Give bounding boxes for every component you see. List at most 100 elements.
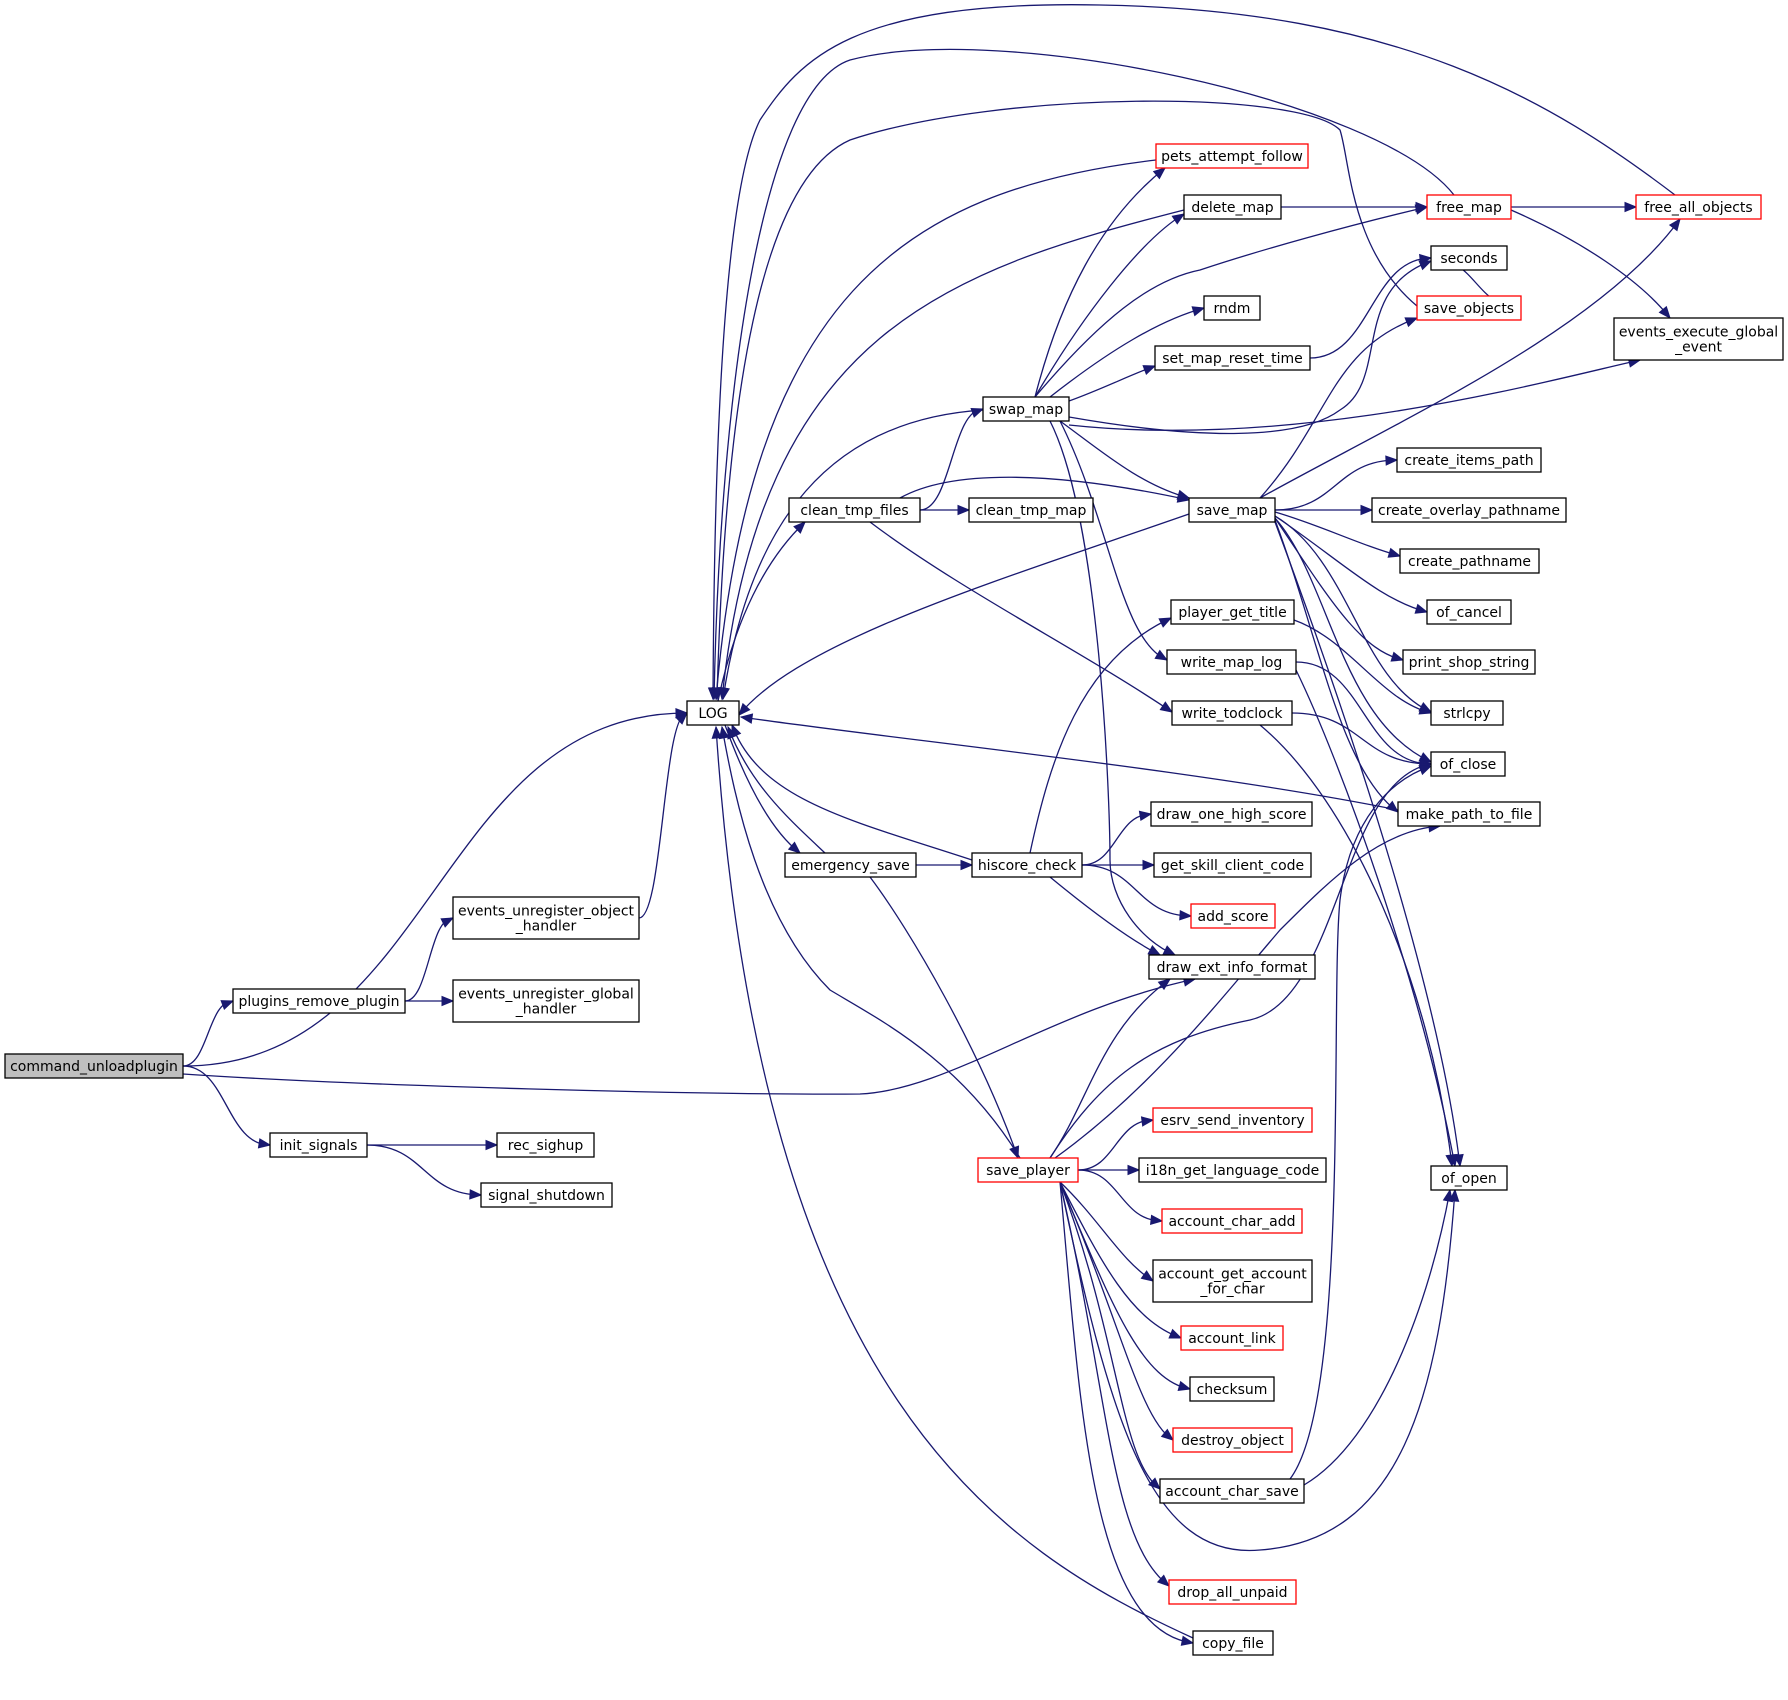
node-free-all-objects[interactable]: free_all_objects	[1635, 194, 1762, 220]
node-signal-shutdown[interactable]: signal_shutdown	[480, 1182, 613, 1208]
arrowhead	[1159, 701, 1174, 713]
node-label: init_signals	[280, 1138, 358, 1154]
edge-free_map-to-free_all_objects	[1511, 201, 1638, 213]
node-box	[1152, 1107, 1313, 1133]
node-drop-all-unpaid[interactable]: drop_all_unpaid	[1168, 1579, 1297, 1605]
node-events-unregister-object-handler[interactable]: events_unregister_object_handler	[452, 896, 640, 940]
node-of-cancel[interactable]: of_cancel	[1426, 599, 1512, 625]
node-account-get-account-for-char[interactable]: account_get_account_for_char	[1152, 1259, 1313, 1303]
edge-swap_map-to-pets_attempt_follow	[1034, 167, 1167, 398]
arrowhead	[1179, 910, 1193, 921]
arrowhead	[957, 504, 971, 516]
node-player-get-title[interactable]: player_get_title	[1170, 599, 1295, 625]
node-get-skill-client-code[interactable]: get_skill_client_code	[1153, 852, 1312, 878]
node-emergency-save[interactable]: emergency_save	[784, 852, 917, 878]
node-box	[1416, 295, 1522, 321]
node-label: swap_map	[989, 402, 1063, 418]
edge-clean_tmp_files-to-clean_tmp_map	[920, 504, 971, 516]
node-strlcpy[interactable]: strlcpy	[1430, 700, 1504, 726]
edge-save_map-to-save_objects	[1259, 317, 1419, 499]
node-seconds[interactable]: seconds	[1430, 245, 1508, 271]
arrowhead	[257, 1138, 272, 1149]
node-hiscore-check[interactable]: hiscore_check	[971, 852, 1083, 878]
node-LOG[interactable]: LOG	[686, 700, 740, 726]
node-i18n-get-language-code[interactable]: i18n_get_language_code	[1138, 1157, 1327, 1183]
edge-hiscore_check-to-get_skill_client_code	[1081, 859, 1156, 871]
node-swap-map[interactable]: swap_map	[982, 396, 1070, 422]
node-label: _event	[1674, 340, 1722, 356]
node-destroy-object[interactable]: destroy_object	[1172, 1427, 1293, 1453]
edge-set_map_reset_time-to-seconds	[1309, 253, 1433, 359]
node-box	[1203, 295, 1261, 321]
arrowhead	[485, 1139, 499, 1151]
node-account-char-save[interactable]: account_char_save	[1159, 1478, 1305, 1504]
node-label: events_unregister_global	[458, 987, 634, 1003]
node-label: pets_attempt_follow	[1161, 149, 1303, 165]
node-checksum[interactable]: checksum	[1189, 1376, 1275, 1402]
node-print-shop-string[interactable]: print_shop_string	[1402, 649, 1536, 675]
node-events-execute-global-event[interactable]: events_execute_global_event	[1613, 317, 1784, 361]
arrowhead	[1127, 1164, 1141, 1176]
arrowhead	[738, 702, 751, 716]
node-command-unloadplugin[interactable]: command_unloadplugin	[4, 1053, 184, 1079]
arrowhead	[793, 521, 806, 534]
node-write-todclock[interactable]: write_todclock	[1171, 700, 1293, 726]
node-clean-tmp-map[interactable]: clean_tmp_map	[968, 497, 1094, 523]
node-pets-attempt-follow[interactable]: pets_attempt_follow	[1155, 143, 1309, 169]
node-esrv-send-inventory[interactable]: esrv_send_inventory	[1152, 1107, 1313, 1133]
node-create-items-path[interactable]: create_items_path	[1396, 447, 1542, 473]
node-box	[1399, 548, 1540, 574]
node-add-score[interactable]: add_score	[1190, 903, 1276, 929]
node-label: rndm	[1214, 301, 1251, 317]
arrowhead	[1148, 1477, 1161, 1490]
node-label: account_get_account	[1158, 1267, 1307, 1283]
edge-save_player-to-LOG	[718, 725, 1021, 1159]
arrowhead	[1162, 945, 1177, 956]
node-rndm[interactable]: rndm	[1203, 295, 1261, 321]
node-label: of_close	[1440, 757, 1497, 773]
arrowhead	[712, 687, 723, 701]
node-of-close[interactable]: of_close	[1430, 751, 1506, 777]
node-account-link[interactable]: account_link	[1180, 1325, 1284, 1351]
node-label: delete_map	[1191, 200, 1273, 216]
node-label: command_unloadplugin	[10, 1059, 178, 1075]
node-save-player[interactable]: save_player	[977, 1157, 1079, 1183]
node-draw-one-high-score[interactable]: draw_one_high_score	[1150, 801, 1313, 827]
edge-LOG-to-emergency_save	[724, 724, 802, 854]
node-box	[1161, 1208, 1303, 1234]
node-draw-ext-info-format[interactable]: draw_ext_info_format	[1148, 954, 1316, 980]
node-copy-file[interactable]: copy_file	[1192, 1630, 1274, 1656]
node-of-open[interactable]: of_open	[1430, 1165, 1508, 1191]
node-box	[1402, 649, 1536, 675]
edge-command_unloadplugin-to-init_signals	[182, 1065, 272, 1149]
node-init-signals[interactable]: init_signals	[269, 1132, 368, 1158]
node-box	[1190, 903, 1276, 929]
arrowhead	[1154, 649, 1169, 661]
node-rec-sighup[interactable]: rec_sighup	[496, 1132, 595, 1158]
arrowhead	[1445, 1153, 1456, 1168]
node-events-unregister-global-handler[interactable]: events_unregister_global_handler	[452, 979, 640, 1023]
node-create-pathname[interactable]: create_pathname	[1399, 548, 1540, 574]
node-delete-map[interactable]: delete_map	[1183, 194, 1282, 220]
edge-save_player-to-copy_file	[1059, 1181, 1195, 1646]
node-box	[1148, 954, 1316, 980]
node-save-objects[interactable]: save_objects	[1416, 295, 1522, 321]
node-create-overlay-pathname[interactable]: create_overlay_pathname	[1371, 497, 1567, 523]
node-box	[784, 852, 917, 878]
node-box	[1153, 852, 1312, 878]
node-plugins-remove-plugin[interactable]: plugins_remove_plugin	[232, 988, 406, 1014]
node-make-path-to-file[interactable]: make_path_to_file	[1397, 801, 1541, 827]
node-free-map[interactable]: free_map	[1426, 194, 1512, 220]
node-account-char-add[interactable]: account_char_add	[1161, 1208, 1303, 1234]
node-save-map[interactable]: save_map	[1188, 497, 1276, 523]
node-set-map-reset-time[interactable]: set_map_reset_time	[1154, 345, 1311, 371]
node-label: _handler	[515, 1002, 577, 1018]
node-box	[1168, 1579, 1297, 1605]
node-write-map-log[interactable]: write_map_log	[1166, 649, 1297, 675]
node-label: make_path_to_file	[1406, 807, 1533, 823]
edge-save_map-to-strlcpy	[1274, 515, 1433, 713]
edge-emergency_save-to-hiscore_check	[915, 859, 974, 871]
node-label: plugins_remove_plugin	[238, 994, 399, 1010]
node-clean-tmp-files[interactable]: clean_tmp_files	[788, 497, 921, 523]
